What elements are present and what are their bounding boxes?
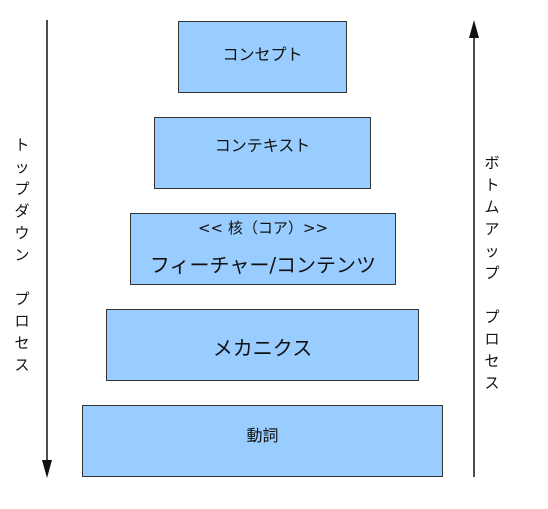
- level-context-box: コンテキスト: [154, 117, 371, 189]
- vertical-char: ト: [14, 136, 30, 154]
- vertical-char: プ: [484, 264, 500, 282]
- vertical-char: ッ: [14, 158, 30, 176]
- vertical-char: プ: [14, 290, 30, 308]
- level-context-label: コンテキスト: [214, 136, 311, 155]
- level-core-feature-box: << 核（コア）>> フィーチャー/コンテンツ: [130, 213, 396, 285]
- vertical-char: ッ: [484, 242, 500, 260]
- vertical-char: ロ: [484, 330, 500, 348]
- level-concept-box: コンセプト: [178, 21, 347, 93]
- vertical-char: ウ: [14, 224, 30, 242]
- vertical-char: ス: [14, 356, 30, 374]
- top-down-arrow-head: [42, 460, 52, 478]
- vertical-char: ト: [484, 176, 500, 194]
- level-concept-label: コンセプト: [222, 45, 303, 64]
- vertical-char: [14, 266, 29, 288]
- level-mechanics-box: メカニクス: [106, 309, 419, 381]
- top-down-process-label: トップダウン プロセス: [11, 134, 33, 376]
- bottom-up-arrow-head: [469, 20, 479, 38]
- vertical-char: ボ: [484, 154, 500, 172]
- vertical-char: ム: [484, 198, 500, 216]
- level-verbs-label: 動詞: [246, 426, 279, 445]
- vertical-char: プ: [484, 308, 500, 326]
- level-verbs-box: 動詞: [82, 405, 443, 477]
- vertical-char: [484, 284, 499, 306]
- vertical-char: セ: [14, 334, 30, 352]
- vertical-char: ス: [484, 374, 500, 392]
- vertical-char: プ: [14, 180, 30, 198]
- vertical-char: ロ: [14, 312, 30, 330]
- vertical-char: ア: [484, 220, 500, 238]
- level-mechanics-label: メカニクス: [212, 336, 313, 360]
- level-core-feature-label: フィーチャー/コンテンツ: [149, 253, 377, 277]
- level-core-sublabel: << 核（コア）>>: [197, 219, 329, 237]
- bottom-up-process-label: ボトムアップ プロセス: [481, 152, 503, 394]
- vertical-char: ン: [14, 246, 30, 264]
- vertical-char: ダ: [14, 202, 30, 220]
- vertical-char: セ: [484, 352, 500, 370]
